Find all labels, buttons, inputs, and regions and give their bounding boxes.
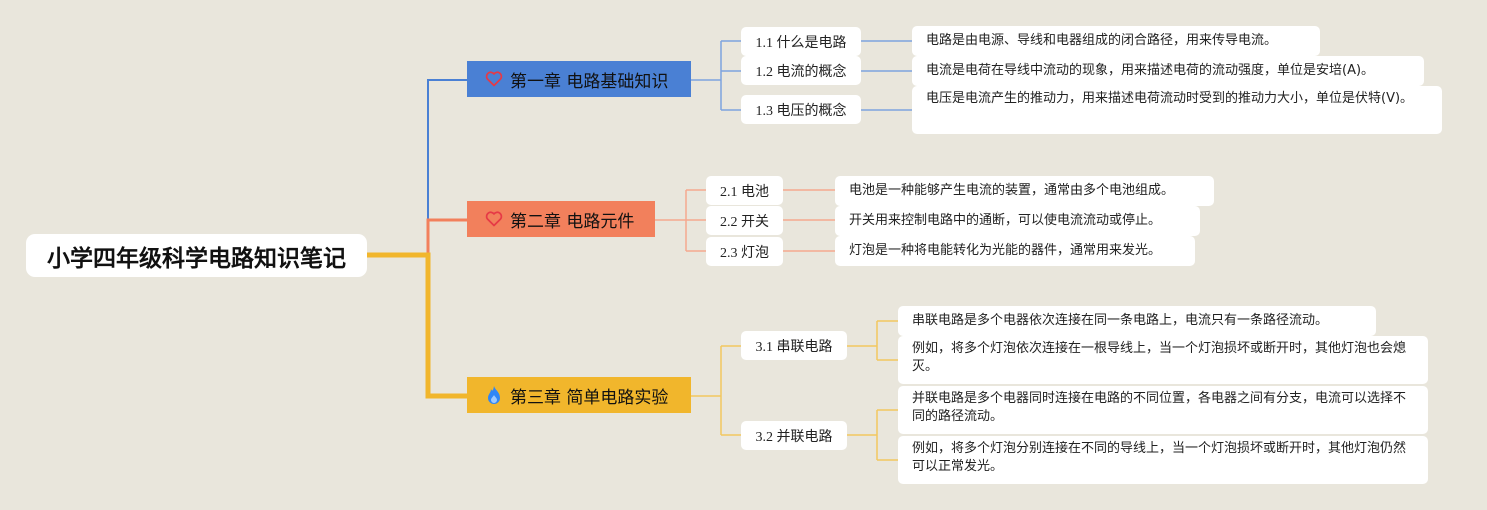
- chapter-3-node[interactable]: 第三章 简单电路实验: [467, 377, 691, 413]
- section-2-1[interactable]: 2.1 电池: [706, 176, 783, 205]
- note-1-3[interactable]: 电压是电流产生的推动力，用来描述电荷流动时受到的推动力大小，单位是伏特(V)。: [912, 86, 1442, 134]
- note-1-1[interactable]: 电路是由电源、导线和电器组成的闭合路径，用来传导电流。: [912, 26, 1320, 56]
- heart-outline-icon: [483, 211, 505, 227]
- note-2-3[interactable]: 灯泡是一种将电能转化为光能的器件，通常用来发光。: [835, 236, 1195, 266]
- section-1-1[interactable]: 1.1 什么是电路: [741, 27, 861, 56]
- note-3-1-a[interactable]: 串联电路是多个电器依次连接在同一条电路上，电流只有一条路径流动。: [898, 306, 1376, 336]
- root-title[interactable]: 小学四年级科学电路知识笔记: [26, 234, 367, 277]
- section-3-1[interactable]: 3.1 串联电路: [741, 331, 847, 360]
- note-2-2[interactable]: 开关用来控制电路中的通断，可以使电流流动或停止。: [835, 206, 1200, 236]
- note-3-2-b[interactable]: 例如，将多个灯泡分别连接在不同的导线上，当一个灯泡损坏或断开时，其他灯泡仍然可以…: [898, 436, 1428, 484]
- chapter-2-node[interactable]: 第二章 电路元件: [467, 201, 655, 237]
- note-2-1[interactable]: 电池是一种能够产生电流的装置，通常由多个电池组成。: [835, 176, 1214, 206]
- note-3-1-b[interactable]: 例如，将多个灯泡依次连接在一根导线上，当一个灯泡损坏或断开时，其他灯泡也会熄灭。: [898, 336, 1428, 384]
- heart-outline-icon: [483, 71, 505, 87]
- chapter-3-title: 第三章 简单电路实验: [510, 387, 669, 408]
- fire-icon: [483, 385, 505, 405]
- section-1-3[interactable]: 1.3 电压的概念: [741, 95, 861, 124]
- chapter-2-title: 第二章 电路元件: [510, 211, 635, 232]
- section-3-2[interactable]: 3.2 并联电路: [741, 421, 847, 450]
- chapter-1-node[interactable]: 第一章 电路基础知识: [467, 61, 691, 97]
- section-2-2[interactable]: 2.2 开关: [706, 206, 783, 235]
- chapter-1-title: 第一章 电路基础知识: [510, 71, 669, 92]
- section-2-3[interactable]: 2.3 灯泡: [706, 237, 783, 266]
- note-1-2[interactable]: 电流是电荷在导线中流动的现象，用来描述电荷的流动强度，单位是安培(A)。: [912, 56, 1424, 86]
- section-1-2[interactable]: 1.2 电流的概念: [741, 56, 861, 85]
- note-3-2-a[interactable]: 并联电路是多个电器同时连接在电路的不同位置，各电器之间有分支，电流可以选择不同的…: [898, 386, 1428, 434]
